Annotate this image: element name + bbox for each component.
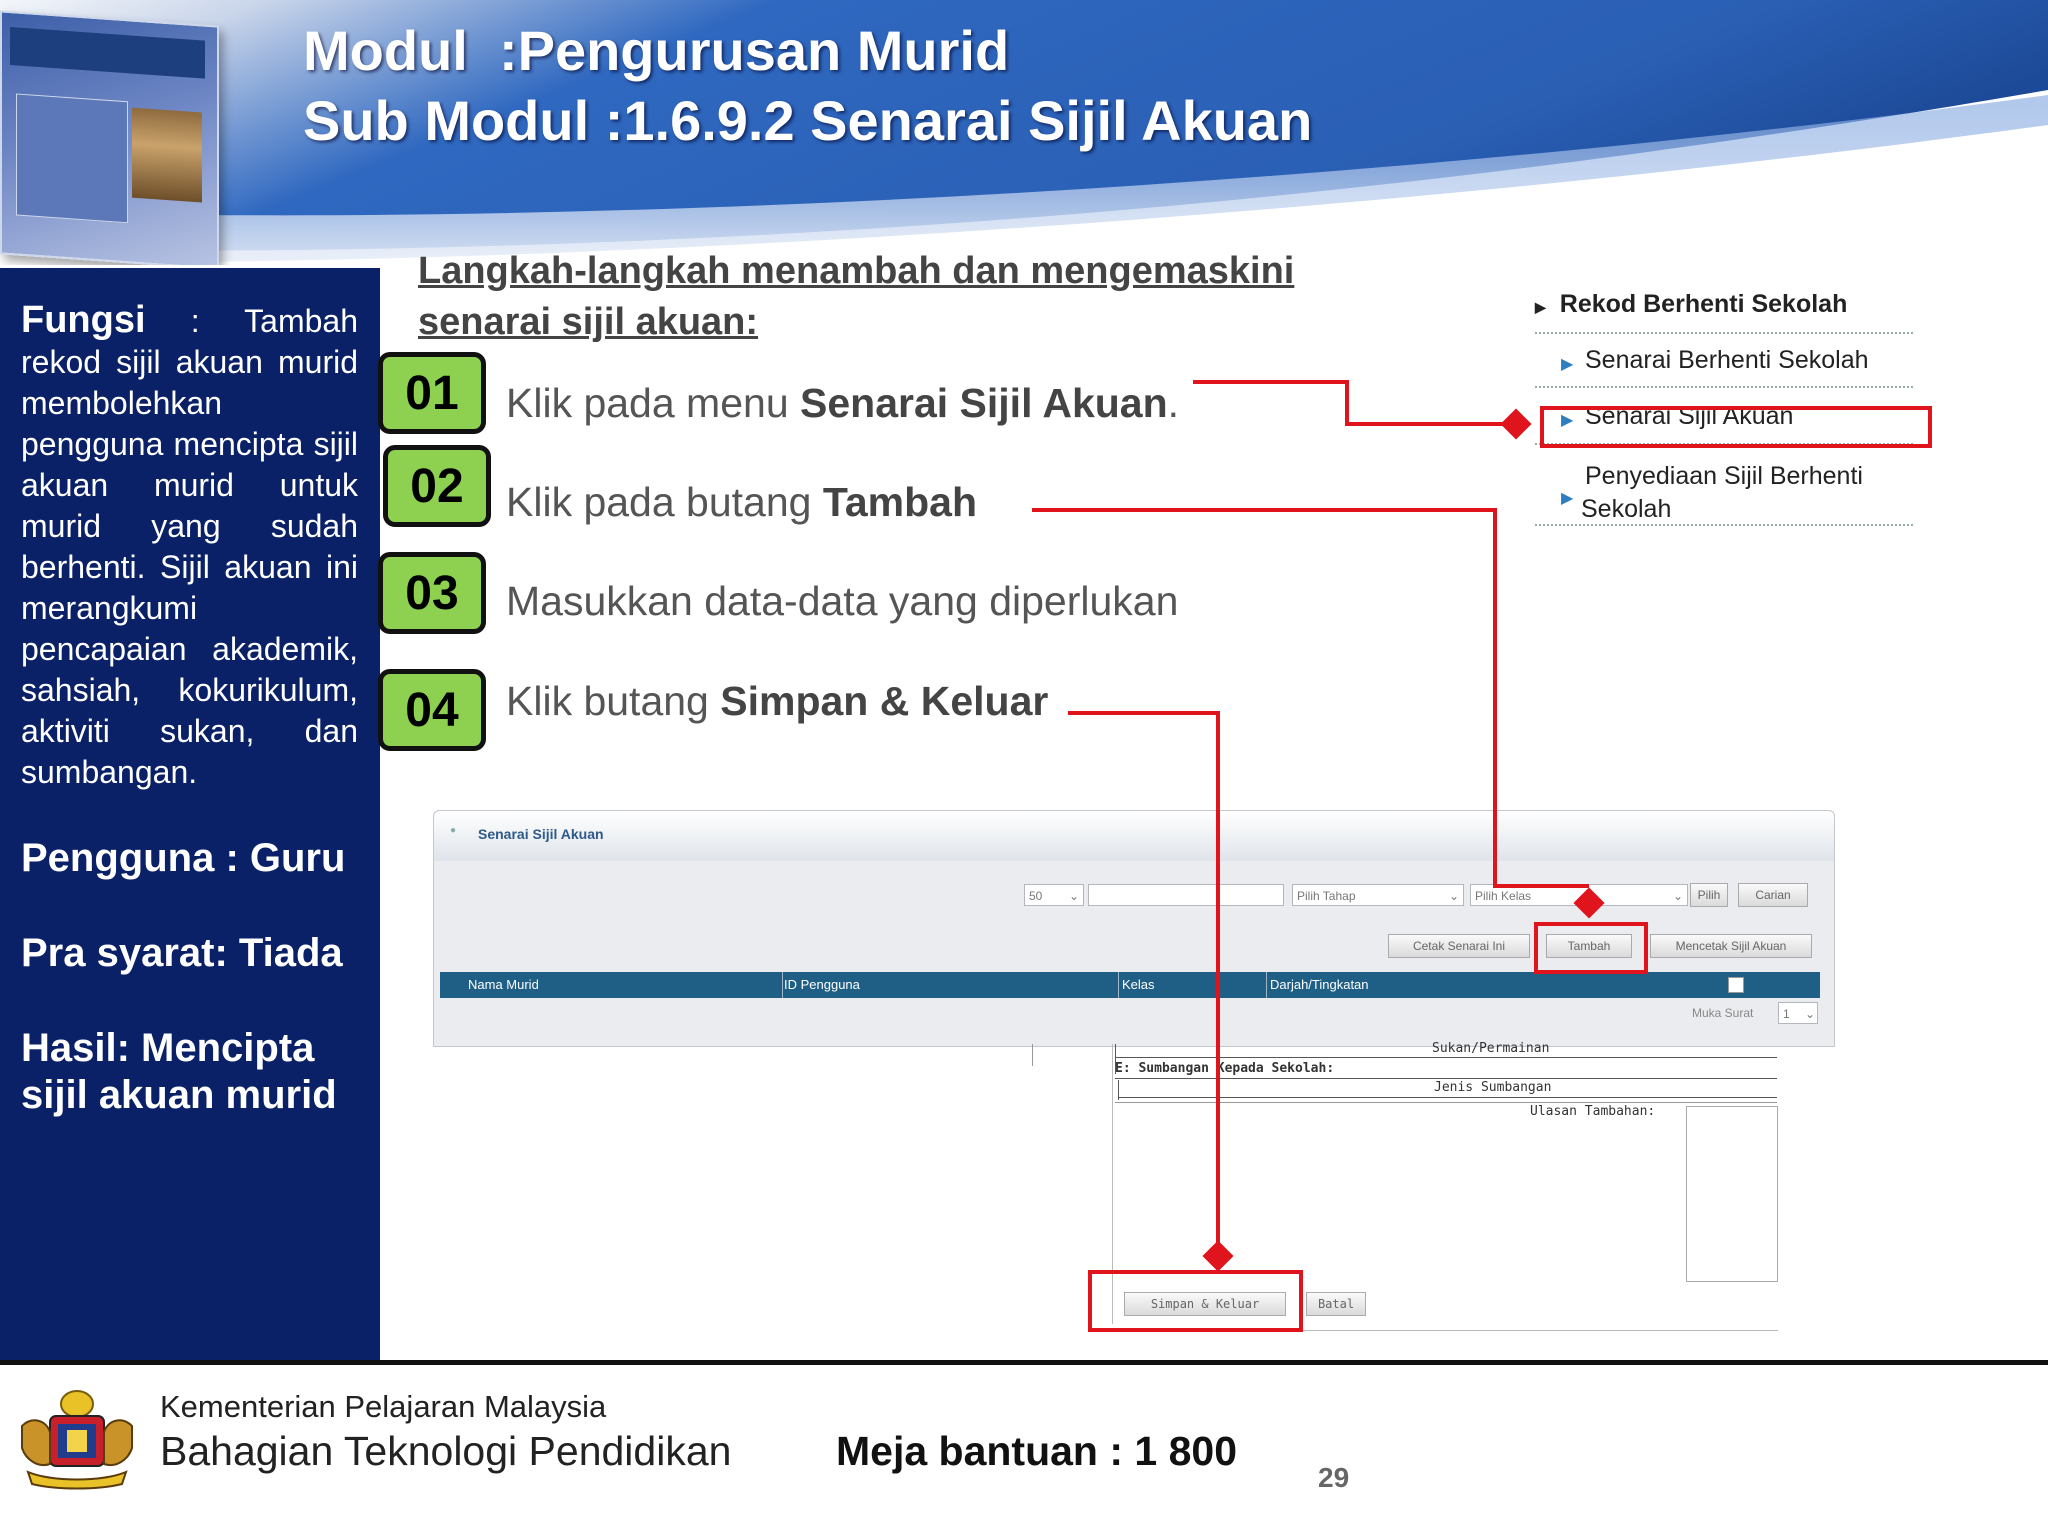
annotation-line-step1 <box>1193 380 1349 384</box>
search-input[interactable] <box>1088 884 1284 906</box>
footer-ministry: Kementerian Pelajaran Malaysia <box>160 1389 607 1424</box>
footer-helpdesk: Meja bantuan : 1 800 <box>836 1428 1238 1474</box>
pilih-button[interactable]: Pilih <box>1690 883 1728 907</box>
muka-surat-label: Muka Surat <box>1692 1006 1754 1020</box>
triangle-right-icon: ▶ <box>1561 356 1574 373</box>
mencetak-sijil-akuan-button[interactable]: Mencetak Sijil Akuan <box>1650 934 1812 958</box>
menu-header[interactable]: ▶Rekod Berhenti Sekolah <box>1535 290 1848 318</box>
page-select[interactable]: 1⌄ <box>1778 1002 1818 1024</box>
highlight-box-simpan-keluar <box>1088 1270 1303 1332</box>
step-number-04: 04 <box>378 669 486 751</box>
cetak-senarai-button[interactable]: Cetak Senarai Ini <box>1388 934 1530 958</box>
column-header-kelas: Kelas <box>1122 977 1155 992</box>
page-title-line2: Sub Modul :1.6.9.2 Senarai Sijil Akuan <box>303 89 1313 152</box>
annotation-diamond-step1 <box>1500 408 1532 440</box>
page-title-line1: Modul :Pengurusan Murid <box>303 19 1010 82</box>
batal-button[interactable]: Batal <box>1306 1292 1366 1316</box>
bullet-icon: ● <box>450 825 457 836</box>
ulasan-tambahan-label: Ulasan Tambahan: <box>1530 1104 1656 1119</box>
annotation-line-step2 <box>1493 508 1497 888</box>
column-header-darjah-tingkatan: Darjah/Tingkatan <box>1270 977 1369 992</box>
annotation-line-step4 <box>1216 711 1220 1249</box>
triangle-right-icon: ▶ <box>1561 412 1574 429</box>
page-size-select[interactable]: 50⌄ <box>1024 884 1084 906</box>
column-header-nama-murid: Nama Murid <box>468 977 539 992</box>
step-text-01: Klik pada menu Senarai Sijil Akuan. <box>506 380 1180 426</box>
header-background <box>0 0 2048 262</box>
step-text-04: Klik butang Simpan & Keluar <box>506 678 1049 724</box>
step-number-02: 02 <box>383 445 491 527</box>
left-info-panel <box>0 268 380 1363</box>
fungsi-description: Fungsi : Tambah rekod sijil akuan murid … <box>21 300 358 793</box>
hasil-label-line1: Hasil: Mencipta <box>21 1026 315 1070</box>
annotation-diamond-step4 <box>1202 1240 1234 1272</box>
carian-button[interactable]: Carian <box>1738 883 1808 907</box>
highlight-box-tambah <box>1534 922 1648 974</box>
sukan-permainan-label: Sukan/Permainan <box>1432 1041 1550 1056</box>
senarai-sijil-akuan-panel: ● Senarai Sijil Akuan <box>433 810 1835 1047</box>
menu-item-senarai-berhenti-sekolah[interactable]: ▶Senarai Berhenti Sekolah <box>1535 332 1913 388</box>
panel-title-bar: ● Senarai Sijil Akuan <box>434 811 1834 861</box>
chevron-down-icon: ⌄ <box>1068 889 1079 903</box>
steps-heading: Langkah-langkah menambah dan mengemaskin… <box>418 246 1398 348</box>
annotation-line-step2 <box>1032 508 1497 512</box>
steps-heading-line1: Langkah-langkah menambah dan mengemaskin… <box>418 250 1295 292</box>
system-thumbnail-image <box>0 10 219 265</box>
highlight-box-senarai-sijil-akuan <box>1540 406 1932 448</box>
simpan-keluar-button[interactable]: Simpan & Keluar <box>1124 1292 1286 1316</box>
annotation-line-step1 <box>1345 422 1505 426</box>
annotation-line-step2 <box>1493 884 1589 888</box>
chevron-down-icon: ⌄ <box>1448 889 1459 903</box>
malaysia-crest-logo <box>21 1390 133 1490</box>
steps-heading-line2: senarai sijil akuan: <box>418 301 759 343</box>
chevron-down-icon: ⌄ <box>1672 889 1683 903</box>
fungsi-label: Fungsi <box>21 299 146 341</box>
step-text-03: Masukkan data-data yang diperlukan <box>506 578 1179 624</box>
step-text-02: Klik pada butang Tambah <box>506 479 978 525</box>
table-header-row: Nama Murid ID Pengguna Kelas Darjah/Ting… <box>440 972 1820 998</box>
page-number: 29 <box>1318 1462 1350 1493</box>
section-e-label: E: Sumbangan Kepada Sekolah: <box>1115 1061 1335 1076</box>
select-all-checkbox[interactable] <box>1728 977 1744 993</box>
jenis-sumbangan-label: Jenis Sumbangan <box>1434 1080 1552 1095</box>
pengguna-label: Pengguna : Guru <box>21 836 346 880</box>
step-number-03: 03 <box>378 552 486 634</box>
step-number-01: 01 <box>378 352 486 434</box>
tahap-select[interactable]: Pilih Tahap⌄ <box>1292 884 1464 906</box>
footer-divider <box>0 1360 2048 1365</box>
tambah-button[interactable]: Tambah <box>1546 934 1632 958</box>
ulasan-tambahan-textarea[interactable] <box>1686 1106 1778 1282</box>
annotation-line-step4 <box>1068 711 1220 715</box>
pra-syarat-label: Pra syarat: Tiada <box>21 931 343 975</box>
footer-division: Bahagian Teknologi Pendidikan <box>160 1428 732 1474</box>
caret-right-icon: ▶ <box>1535 299 1546 315</box>
header-banner: Modul :Pengurusan Murid Sub Modul :1.6.9… <box>0 0 2048 265</box>
fungsi-text: : Tambah rekod sijil akuan murid membole… <box>21 303 358 790</box>
column-header-id-pengguna: ID Pengguna <box>784 977 860 992</box>
hasil-label-line2: sijil akuan murid <box>21 1073 337 1117</box>
chevron-down-icon: ⌄ <box>1804 1007 1815 1021</box>
annotation-line-step1 <box>1345 380 1349 426</box>
triangle-right-icon: ▶ <box>1561 490 1574 507</box>
panel-title: Senarai Sijil Akuan <box>478 826 604 842</box>
